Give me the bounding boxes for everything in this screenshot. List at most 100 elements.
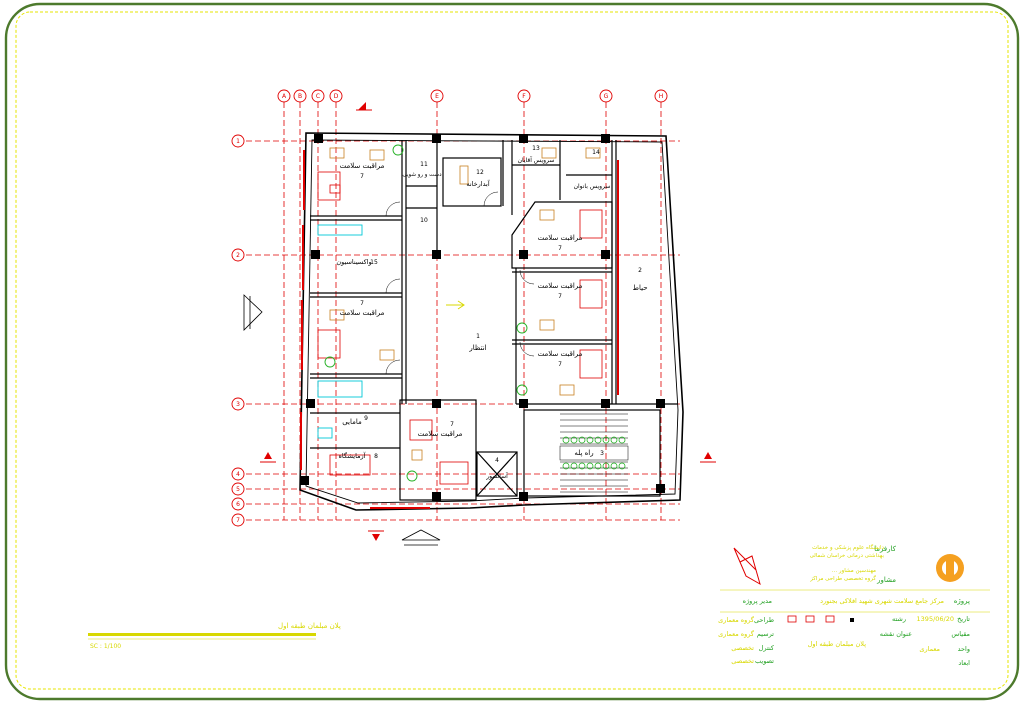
room-label: مراقبت سلامت [340,162,385,170]
room-label: مامایی [342,418,362,426]
plan-title: پلان مبلمان طبقه اول [278,622,341,630]
draft-label: ترسیم [756,630,774,638]
draft-value: گروه معماری [718,630,754,638]
approve-value: تخصصی [731,657,754,665]
design-label: طراحی [753,616,774,624]
sheet-inner-frame [15,11,1009,690]
project-name: مرکز جامع سلامت شهری شهید افلاکی بجنورد [820,597,944,605]
room-number: 4 [495,457,499,464]
sheet-title-value: پلان مبلمان طبقه اول [807,640,866,648]
code-label: واحد [957,645,970,653]
title-block-frame [720,589,990,613]
room-number: 2 [638,267,642,274]
entrance-arrow-icon [243,294,441,546]
consultant-line-2: گروه تخصصی طراحی مراکز [810,576,876,582]
room-label: مراقبت سلامت [340,309,385,317]
door-swings [385,191,535,375]
university-logo-icon [936,554,964,582]
grid-lines [246,102,680,521]
sheet-outer-frame [4,2,1020,701]
room-label: آزمایشگاه [339,451,367,460]
structural-columns [300,134,665,501]
consultant-label: مشاور [877,576,896,584]
window-strips [300,150,619,509]
room-number: 7 [558,293,562,300]
exit-icon [446,300,465,310]
grid-bubbles-rows [231,134,245,527]
design-value: گروه معماری [718,616,754,624]
room-number: 14 [592,149,600,156]
furniture [329,147,601,461]
room-label: واکسیناسیون [336,258,371,266]
grid-col-label: C [316,93,320,100]
medical-furniture [317,171,603,485]
grid-row-label: 6 [236,501,240,508]
date-label: تاریخ [957,615,970,623]
grid-col-label: E [435,93,439,100]
room-label: آسانسور [485,471,508,480]
room-number: 7 [360,300,364,307]
room-number: 10 [420,217,428,224]
plan-title-underline [88,633,316,636]
room-number: 3 [600,450,604,457]
stair-chairs [562,436,626,470]
supervisor-label: مدیر پروژه [742,597,772,605]
grid-row-label: 4 [236,471,240,478]
room-label: سرویس بانوان [574,183,611,190]
room-label: مراقبت سلامت [538,282,583,290]
room-number: 13 [532,145,540,152]
cyan-fixtures [317,224,363,439]
grid-row-label: 2 [236,252,240,259]
revision-label: رشته [891,615,906,623]
project-label: پروژه [953,597,970,605]
grid-col-label: H [659,93,664,100]
room-number: 9 [364,415,368,422]
stair-treads [559,413,629,493]
room-label: راه پله [574,449,593,457]
grid-row-label: 3 [236,401,240,408]
room-label: آبدارخانه [466,179,490,188]
room-number: 1 [476,333,480,340]
grid-col-label: F [522,93,526,100]
revision-black-mark [850,618,854,622]
date-value: 1395/06/20 [916,615,954,623]
room-number: 15 [370,259,378,266]
room-number: 8 [374,453,378,460]
sheet-title-label: عنوان نقشه [879,630,912,638]
section-markers [260,102,716,541]
room-label: حیاط [632,284,647,292]
check-label: کنترل [758,644,774,652]
code-value: معماری [919,645,940,653]
room-number: 11 [420,161,428,168]
grid-bubbles-columns [277,89,668,103]
consultant-line-1: مهندسین مشاور ... [831,568,876,574]
revision-marks [787,615,835,623]
room-number: 7 [360,173,364,180]
scale-label: مقیاس [951,630,970,638]
grid-col-label: B [298,93,302,100]
grid-col-label: D [334,93,339,100]
employer-line-1: دانشگاه علوم پزشکی و خدمات [812,545,884,551]
employer-label: کارفرما [874,545,896,553]
consultant-logo-icon [733,547,761,586]
employer-line-2: بهداشتی درمانی خراسان شمالی [809,553,884,559]
approve-label: تصویب [755,657,774,665]
room-label: مراقبت سلامت [418,430,463,438]
grid-row-label: 7 [236,517,240,524]
grid-col-label: A [282,93,287,100]
room-label: انتظار [468,344,486,352]
room-number: 12 [476,169,484,176]
room-label: مراقبت سلامت [538,234,583,242]
plan-scale: SC : 1/100 [90,643,121,650]
room-number: 7 [450,421,454,428]
room-label: دست و رو شویی [402,172,442,178]
grid-col-label: G [604,93,609,100]
room-label: سرویس آقایان [518,155,555,164]
room-number: 7 [558,361,562,368]
check-value: تخصصی [731,644,754,652]
dim-label: ابعاد [958,659,970,667]
room-number: 7 [558,245,562,252]
room-label: مراقبت سلامت [538,350,583,358]
grid-row-label: 1 [236,138,240,145]
